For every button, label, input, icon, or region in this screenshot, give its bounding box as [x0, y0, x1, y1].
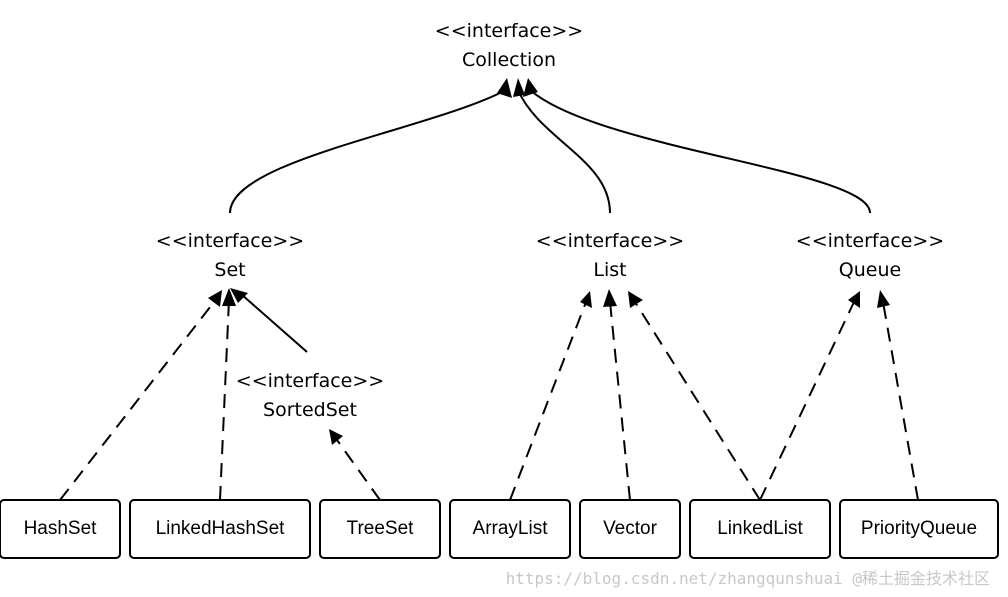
arrowhead-queue-collection — [523, 78, 538, 97]
arrowhead-hashset-set — [208, 290, 222, 307]
class-name: PriorityQueue — [861, 518, 977, 539]
arrowhead-treeset-sortedset — [329, 429, 343, 445]
arrowhead-vector-list — [603, 289, 617, 307]
edge-set-to-collection — [229, 89, 507, 214]
class-box-linkedlist[interactable]: LinkedList — [689, 499, 831, 559]
class-name: LinkedHashSet — [156, 518, 286, 539]
arrowhead-priorityqueue-queue — [877, 290, 890, 308]
class-name: LinkedList — [717, 518, 803, 539]
arrowhead-sortedset-set — [230, 288, 248, 303]
interface-name: Collection — [462, 49, 556, 71]
edge-priorityqueue-to-queue — [882, 301, 919, 501]
interface-name: Set — [214, 259, 245, 281]
class-name: HashSet — [24, 518, 98, 539]
arrowhead-set-collection — [497, 78, 512, 98]
class-name: TreeSet — [347, 518, 415, 539]
edge-sortedset-to-set — [240, 293, 308, 353]
class-name: Vector — [603, 518, 658, 539]
interface-name: Queue — [839, 259, 901, 281]
edge-treeset-to-sortedset — [336, 439, 381, 501]
interface-list: <<interface>> List — [536, 230, 684, 281]
edge-list-to-collection — [517, 89, 611, 214]
class-box-arraylist[interactable]: ArrayList — [449, 499, 571, 559]
interface-collection: <<interface>> Collection — [435, 20, 583, 71]
arrowhead-linkedlist-list — [628, 291, 643, 308]
class-box-hashset[interactable]: HashSet — [0, 499, 121, 559]
class-box-treeset[interactable]: TreeSet — [319, 499, 441, 559]
class-box-vector[interactable]: Vector — [579, 499, 681, 559]
class-box-linkedhashset[interactable]: LinkedHashSet — [129, 499, 311, 559]
interface-set: <<interface>> Set — [156, 230, 304, 281]
edge-vector-to-list — [609, 301, 631, 501]
edge-linkedhashset-to-set — [219, 299, 230, 501]
arrowhead-linkedlist-queue — [848, 291, 860, 308]
stereotype-label: <<interface>> — [796, 230, 944, 252]
edge-arraylist-to-list — [509, 301, 587, 501]
edge-linkedlist-to-queue — [759, 301, 855, 501]
stereotype-label: <<interface>> — [435, 20, 583, 42]
watermark-text: https://blog.csdn.net/zhangqunshuai @稀土掘… — [506, 569, 990, 588]
arrowhead-linkedhashset-set — [222, 288, 236, 306]
arrowhead-arraylist-list — [580, 291, 592, 308]
edge-hashset-to-set — [59, 301, 215, 501]
interface-sortedset: <<interface>> SortedSet — [236, 370, 384, 421]
stereotype-label: <<interface>> — [236, 370, 384, 392]
class-name: ArrayList — [473, 518, 549, 539]
stereotype-label: <<interface>> — [156, 230, 304, 252]
stereotype-label: <<interface>> — [536, 230, 684, 252]
interface-queue: <<interface>> Queue — [796, 230, 944, 281]
edge-linkedlist-to-list — [634, 301, 761, 501]
edge-queue-to-collection — [529, 89, 871, 214]
interface-name: SortedSet — [263, 399, 357, 421]
interface-name: List — [593, 259, 626, 281]
class-box-priorityqueue[interactable]: PriorityQueue — [839, 499, 999, 559]
arrowhead-list-collection — [513, 78, 525, 97]
